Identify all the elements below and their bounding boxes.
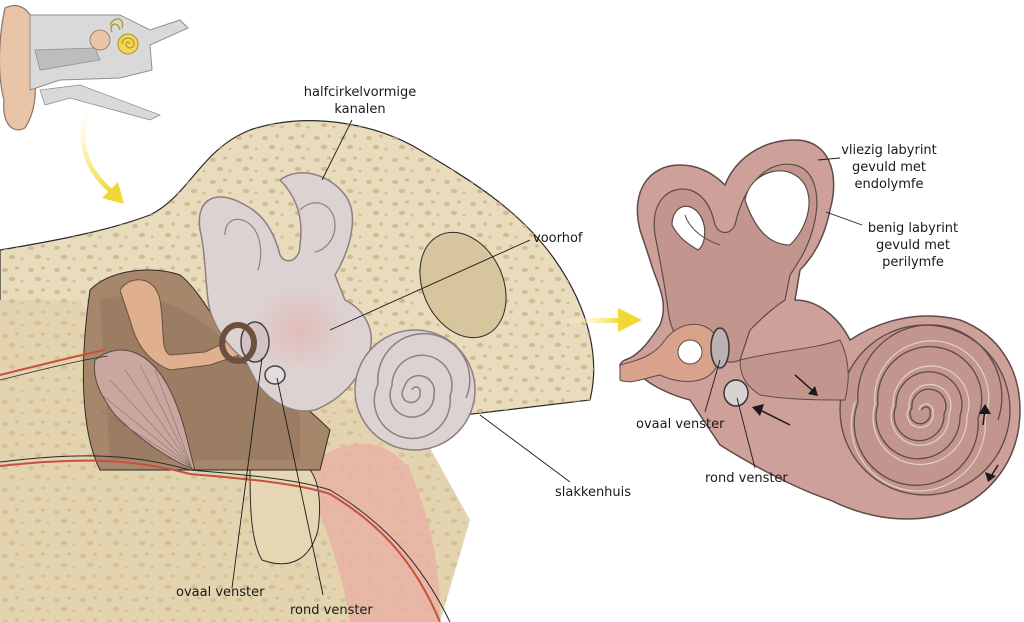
label-voorhof: voorhof xyxy=(533,231,583,246)
label-ovaal-venster-left: ovaal venster xyxy=(176,585,265,600)
zoom-arrow-straight xyxy=(560,308,642,332)
label-slakkenhuis: slakkenhuis xyxy=(555,485,632,500)
label-rond-venster-left: rond venster xyxy=(290,603,373,618)
ear-thumbnail xyxy=(0,0,190,131)
label-halfcirkelvormige-kanalen: halfcirkelvormige kanalen xyxy=(303,85,417,117)
label-ovaal-venster-right: ovaal venster xyxy=(636,417,725,432)
label-vliezig-labyrint: vliezig labyrint gevuld met endolymfe xyxy=(841,143,937,192)
leader-lines xyxy=(231,119,863,596)
label-benig-labyrint: benig labyrint gevuld met perilymfe xyxy=(867,221,959,270)
right-labyrinth xyxy=(619,139,1021,520)
label-rond-venster-right: rond venster xyxy=(705,471,788,486)
left-cross-section xyxy=(0,120,595,622)
labyrinth-left xyxy=(198,172,476,451)
zoom-arrow-curved xyxy=(80,93,124,204)
